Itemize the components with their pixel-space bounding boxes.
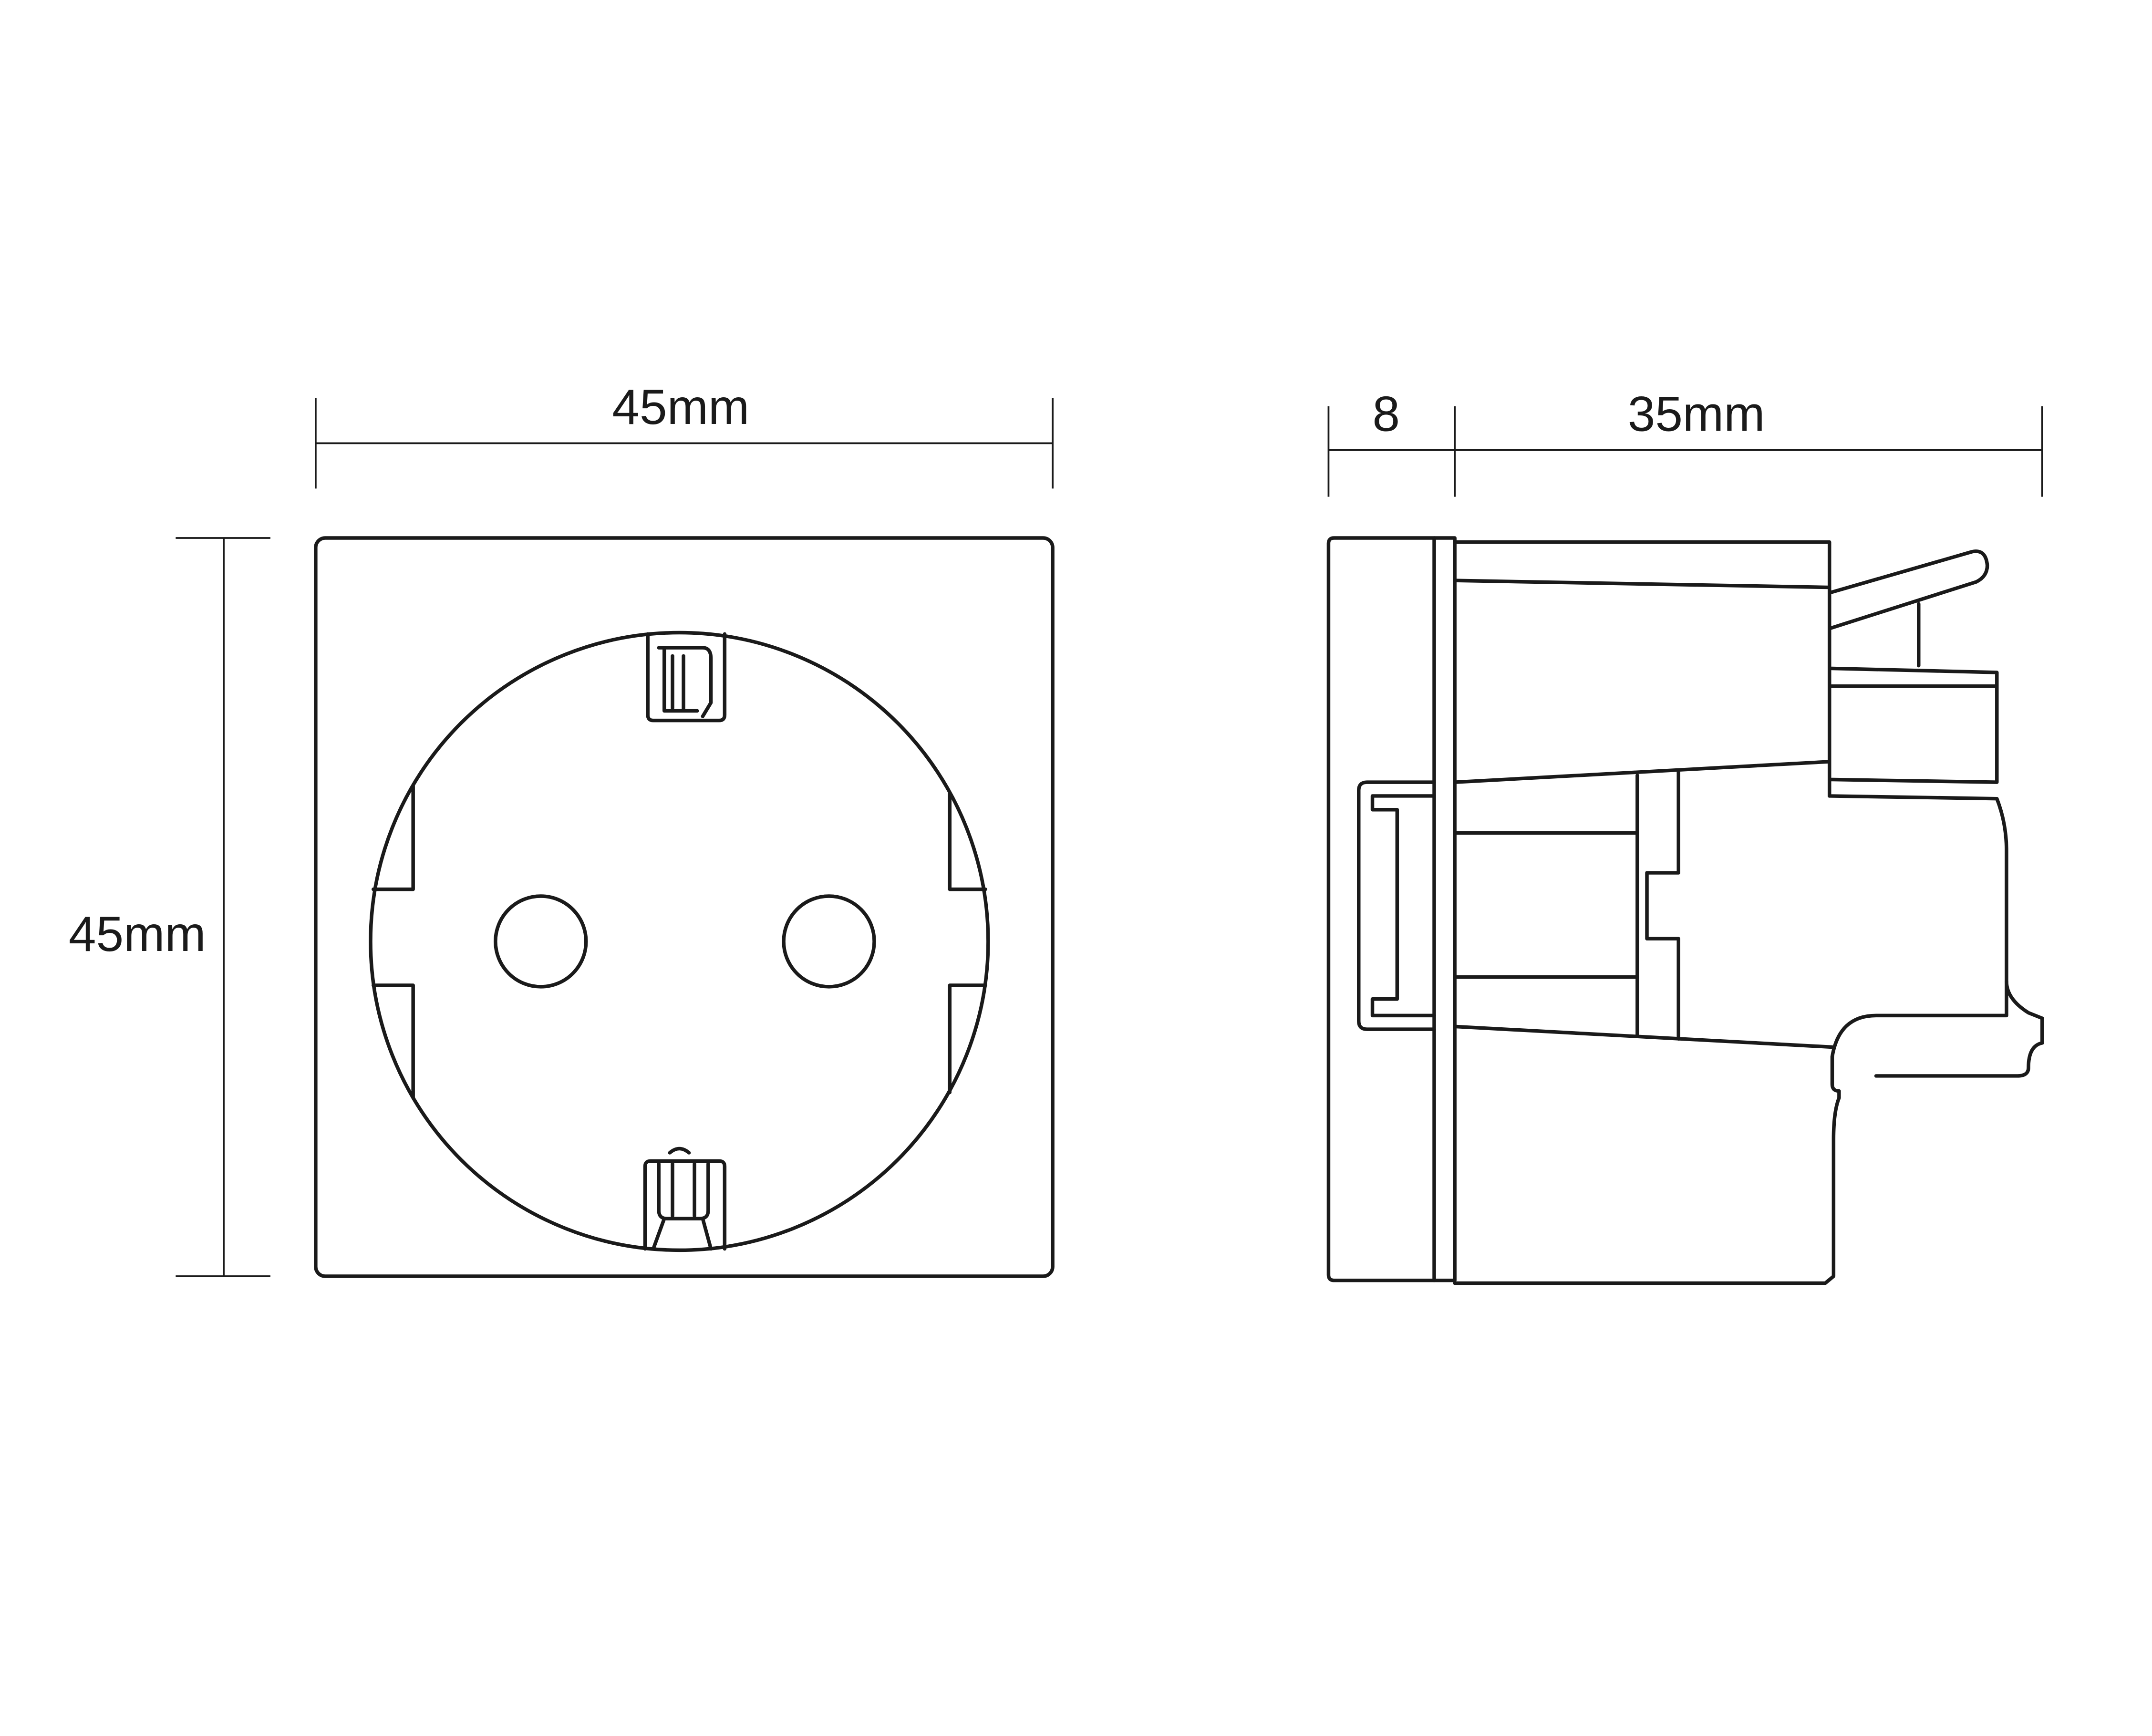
front-width-dimension: 45mm: [315, 379, 1054, 489]
side-frame: [1432, 536, 1457, 1282]
release-lever: [1827, 549, 1989, 630]
body-outline: [1453, 540, 2008, 1285]
front-view: 45mm 45mm: [69, 379, 1055, 1278]
mounting-clip: [1357, 780, 1436, 1031]
earth-clip-top: [646, 632, 727, 723]
earth-clip-bottom: [643, 1147, 727, 1251]
side-view: 8 35mm: [1326, 386, 2044, 1285]
pin-hole-left: [494, 894, 588, 989]
cable-guide: [1874, 979, 2044, 1078]
front-width-label: 45mm: [612, 379, 749, 434]
plate-depth-label: 8: [1373, 386, 1400, 442]
pin-hole-right: [782, 894, 876, 989]
body-inner-lines: [1453, 579, 1834, 1049]
side-depth-dimension: 8 35mm: [1327, 386, 2043, 497]
side-cover-plate: [1326, 536, 1436, 1282]
body-depth-label: 35mm: [1628, 386, 1765, 442]
cover-plate: [314, 536, 1055, 1278]
front-height-dimension: 45mm: [69, 537, 270, 1277]
terminal-block: [1827, 585, 1999, 798]
socket-recess: [369, 630, 990, 1252]
side-notches: [371, 785, 987, 1100]
front-height-label: 45mm: [69, 906, 206, 961]
